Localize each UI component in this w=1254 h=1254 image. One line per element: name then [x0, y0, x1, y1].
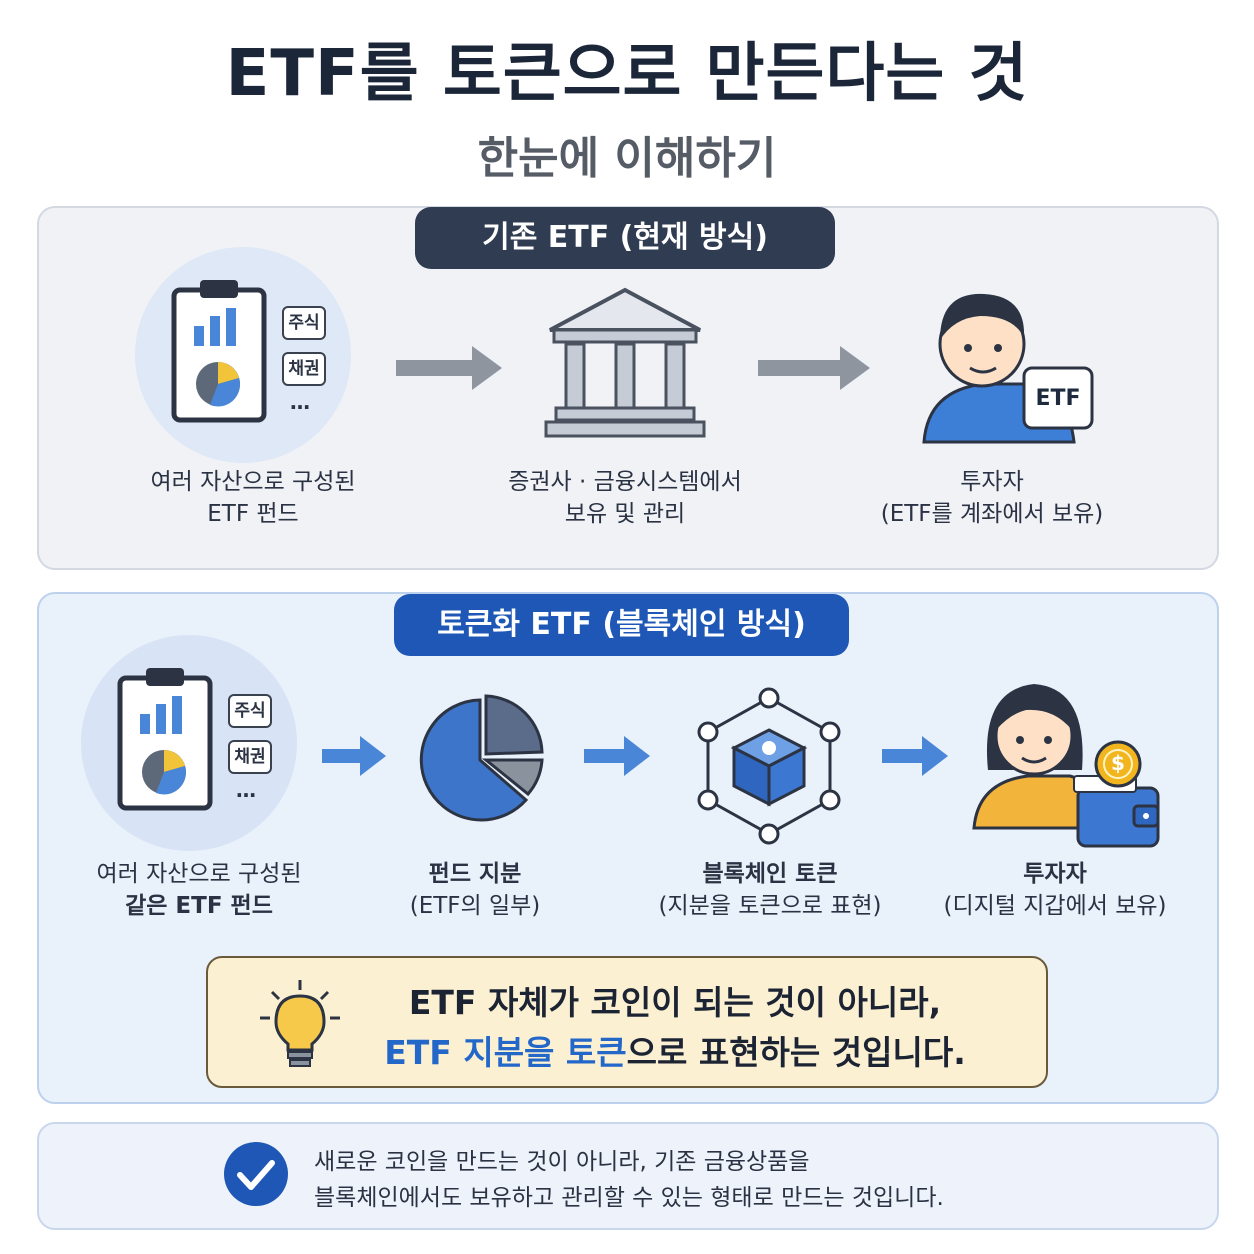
caption-line: 여러 자산으로 구성된: [96, 861, 302, 887]
caption-line: (ETF를 계좌에서 보유): [880, 501, 1104, 527]
traditional-etf-heading: 기존 ETF (현재 방식): [415, 207, 835, 269]
securities-firm-caption: 증권사 · 금융시스템에서 보유 및 관리: [480, 466, 770, 530]
stock-tag: 주식: [228, 694, 272, 728]
etf-fund-clipboard-icon: [135, 247, 351, 463]
caption-line: (ETF의 일부): [409, 893, 541, 919]
caption-line: 펀드 지분: [428, 861, 522, 887]
summary-note-line-2: 블록체인에서도 보유하고 관리할 수 있는 형태로 만드는 것입니다.: [314, 1185, 944, 1211]
caption-line: 투자자: [1023, 861, 1087, 887]
blockchain-token-caption: 블록체인 토큰 (지분을 토큰으로 표현): [640, 858, 900, 922]
caption-line: (지분을 토큰으로 표현): [658, 893, 882, 919]
arrow-right-icon: [396, 346, 502, 390]
fund-share-pie-icon: [419, 694, 544, 822]
fund-share-caption: 펀드 지분 (ETF의 일부): [380, 858, 570, 922]
etf-fund-caption: 여러 자산으로 구성된 ETF 펀드: [120, 466, 386, 530]
summary-note-line-1: 새로운 코인을 만드는 것이 아니라, 기존 금융상품을: [314, 1149, 810, 1175]
page-title: ETF를 토큰으로 만든다는 것: [225, 37, 1029, 111]
blockchain-token-icon: [697, 687, 841, 845]
bond-tag: 채권: [282, 352, 326, 386]
arrow-right-icon: [322, 736, 386, 776]
callout-rest: 으로 표현하는 것입니다.: [626, 1033, 966, 1072]
more-assets: …: [236, 778, 256, 802]
caption-line: 블록체인 토큰: [702, 861, 838, 887]
callout-highlight: ETF 지분을 토큰: [384, 1033, 627, 1072]
caption-line: (디지털 지갑에서 보유): [943, 893, 1167, 919]
caption-line: 증권사 · 금융시스템에서: [508, 469, 742, 495]
tokenized-etf-heading: 토큰화 ETF (블록체인 방식): [394, 594, 849, 656]
arrow-right-icon: [882, 736, 948, 776]
stock-tag: 주식: [282, 306, 326, 340]
investor-man-icon: [922, 293, 1094, 444]
same-etf-fund-caption: 여러 자산으로 구성된 같은 ETF 펀드: [66, 858, 332, 922]
caption-line: 여러 자산으로 구성된: [150, 469, 356, 495]
caption-line: 보유 및 관리: [564, 501, 686, 527]
callout-line-2: ETF 지분을 토큰으로 표현하는 것입니다.: [300, 1026, 1050, 1074]
summary-note-panel: [37, 1122, 1219, 1230]
coin-dollar-icon: $: [1111, 751, 1125, 775]
caption-line: 같은 ETF 펀드: [125, 893, 273, 919]
arrow-right-icon: [584, 736, 650, 776]
callout-line-1: ETF 자체가 코인이 되는 것이 아니라,: [408, 983, 942, 1022]
etf-fund-clipboard-icon: [81, 635, 297, 851]
caption-line: ETF 펀드: [207, 501, 299, 527]
arrow-right-icon: [758, 346, 870, 390]
key-message-callout: [206, 956, 1048, 1088]
investor-woman-icon: [972, 684, 1160, 848]
caption-line: 투자자: [960, 469, 1024, 495]
investor-wallet-caption: 투자자 (디지털 지갑에서 보유): [928, 858, 1182, 922]
bond-tag: 채권: [228, 740, 272, 774]
bank-building-icon: [544, 287, 706, 438]
checkmark-icon: [224, 1142, 288, 1206]
etf-badge: ETF: [1035, 386, 1081, 411]
page-subtitle: 한눈에 이해하기: [477, 133, 777, 184]
investor-caption: 투자자 (ETF를 계좌에서 보유): [860, 466, 1124, 530]
more-assets: …: [290, 390, 310, 414]
lightbulb-icon: [260, 980, 340, 1067]
